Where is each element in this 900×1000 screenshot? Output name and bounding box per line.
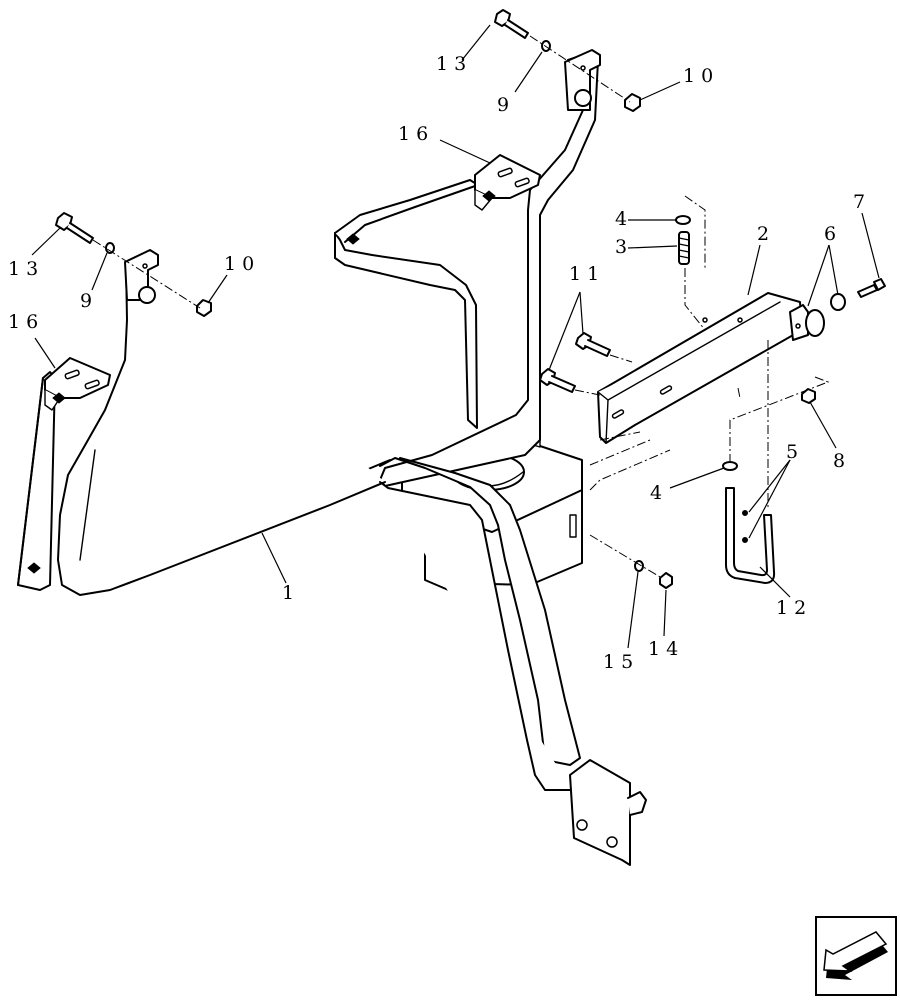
callout-5: 5: [786, 441, 804, 463]
nut-10-right: [624, 93, 641, 112]
u-bolt-12: [725, 487, 776, 584]
callout-16-left: 16: [8, 311, 44, 333]
back-plate: [334, 179, 541, 448]
bracket-left: [44, 357, 111, 411]
nut-8: [801, 388, 816, 404]
callout-labels: 13 9 10 16 13 9 10 16 4 3 2 6 7 11 8 4 5…: [8, 53, 871, 673]
washer-6: [830, 293, 846, 311]
callout-8: 8: [833, 450, 851, 472]
callout-11: 11: [569, 263, 605, 285]
washer-9-left: [105, 242, 115, 254]
main-frame-tube: [57, 49, 601, 791]
callout-1: 1: [282, 582, 300, 604]
callout-14: 14: [648, 638, 684, 660]
bolt-7: [857, 278, 886, 298]
callout-13-left: 13: [8, 258, 44, 280]
bracket-right: [474, 154, 541, 211]
callout-4-lower: 4: [650, 482, 668, 504]
slide-channel: [597, 292, 825, 444]
callout-10-right: 10: [683, 65, 719, 87]
alignment-lines: [92, 35, 830, 579]
callout-10-left: 10: [224, 253, 260, 275]
callout-6: 6: [824, 223, 842, 245]
bolt-13-right: [494, 9, 529, 39]
bolt-11-lower: [539, 368, 576, 393]
callout-16-right: 16: [398, 123, 434, 145]
nut-10-left: [196, 299, 212, 317]
callout-3: 3: [615, 236, 633, 258]
bolt-11-upper: [575, 332, 611, 357]
callout-9-right: 9: [497, 94, 515, 116]
callout-7: 7: [853, 191, 871, 213]
callout-2: 2: [757, 223, 775, 245]
callout-9-left: 9: [80, 290, 98, 312]
previous-page-arrow-icon[interactable]: [815, 916, 897, 996]
foot-plate: [569, 759, 647, 866]
spring-3: [678, 231, 690, 265]
callout-4-top: 4: [615, 208, 633, 230]
callout-12: 12: [776, 597, 812, 619]
left-side-plate: [17, 371, 96, 591]
callout-13-right: 13: [436, 53, 472, 75]
callout-15: 15: [603, 651, 639, 673]
washer-4-lower: [722, 461, 738, 471]
callout-leaders: [31, 24, 880, 649]
bolt-13-left: [55, 212, 94, 244]
washer-4-top: [675, 215, 691, 225]
nut-14: [659, 572, 673, 589]
